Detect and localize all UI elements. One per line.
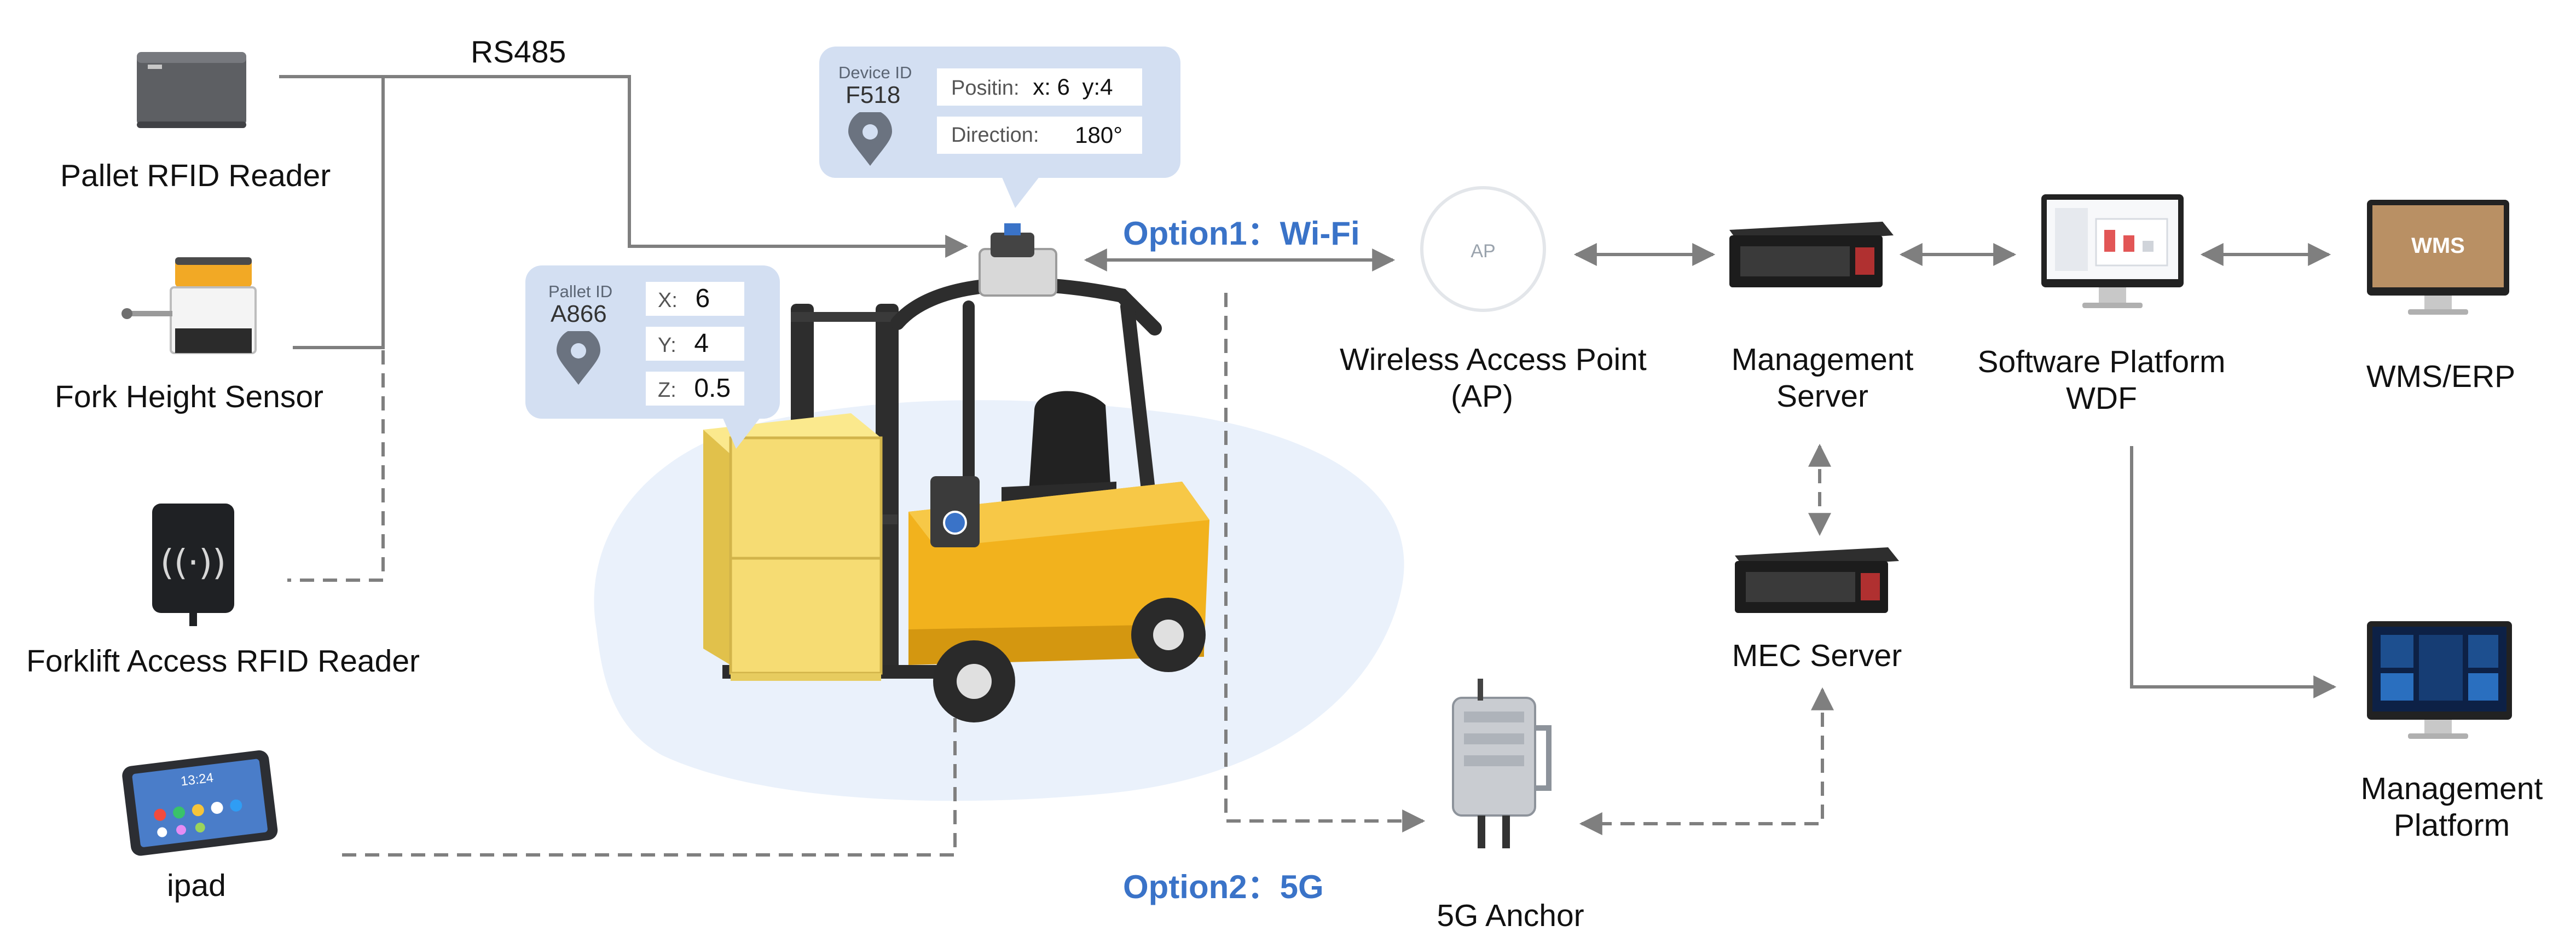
wireless-connections bbox=[287, 293, 1834, 857]
location-pin-icon bbox=[848, 112, 892, 166]
forklift-access-rfid-reader-label: Forklift Access RFID Reader bbox=[26, 644, 420, 679]
mec-server-label: MEC Server bbox=[1732, 638, 1902, 673]
pallet-z-value: 0.5 bbox=[694, 374, 731, 403]
pallet-y-field: Y: 4 bbox=[646, 327, 744, 361]
fork-height-sensor-label: Fork Height Sensor bbox=[55, 379, 324, 414]
pallet-id-caption: Pallet ID bbox=[548, 282, 613, 301]
wms-erp-label: WMS/ERP bbox=[2366, 359, 2516, 394]
option2-name: 5G bbox=[1280, 869, 1324, 905]
wireless-access-point-line2: (AP) bbox=[1451, 378, 1513, 414]
svg-text:AP: AP bbox=[1471, 241, 1495, 262]
fork-height-sensor-icon bbox=[121, 257, 257, 354]
wireless-access-point-label: Wireless Access Point (AP) bbox=[1340, 342, 1647, 414]
pallet-z-label: Z: bbox=[658, 379, 676, 402]
pallet-card-pointer bbox=[722, 417, 761, 449]
pallet-x-value: 6 bbox=[695, 284, 710, 313]
pallet-y-label: Y: bbox=[658, 334, 676, 357]
software-platform-label: Software Platform WDF bbox=[1959, 344, 2244, 417]
device-id-value: F518 bbox=[846, 82, 901, 108]
wireless-access-point-line1: Wireless Access Point bbox=[1340, 342, 1647, 377]
device-id-caption: Device ID bbox=[838, 63, 912, 82]
management-platform-label: Management Platform bbox=[2337, 771, 2567, 843]
management-server-line2: Server bbox=[1776, 378, 1868, 414]
device-direction-value: 180° bbox=[1075, 122, 1122, 148]
device-position-x: x: 6 bbox=[1033, 74, 1070, 100]
pallet-rfid-reader-label: Pallet RFID Reader bbox=[60, 158, 331, 193]
option1-name: Wi-Fi bbox=[1280, 215, 1360, 252]
option1-prefix: Option1： bbox=[1123, 215, 1280, 252]
network-links bbox=[1084, 243, 2337, 698]
device-card-pointer bbox=[1002, 176, 1040, 208]
management-server-line1: Management bbox=[1731, 342, 1914, 377]
management-platform-line1: Management bbox=[2360, 771, 2543, 806]
pallet-rfid-reader-icon bbox=[137, 52, 246, 128]
software-platform-monitor-icon bbox=[2041, 194, 2184, 308]
software-platform-line2: WDF bbox=[2066, 380, 2137, 416]
5g-anchor-label: 5G Anchor bbox=[1437, 898, 1584, 933]
svg-text:WMS: WMS bbox=[2411, 234, 2465, 258]
device-position-label: Positin: bbox=[951, 77, 1020, 100]
5g-anchor-icon bbox=[1452, 679, 1552, 848]
ipad-icon: 13:24 bbox=[122, 750, 278, 856]
location-pin-icon bbox=[557, 331, 600, 385]
rs485-label: RS485 bbox=[471, 34, 566, 70]
software-platform-line1: Software Platform bbox=[1977, 344, 2226, 379]
pallet-id-value: A866 bbox=[551, 300, 607, 327]
wired-connections bbox=[279, 75, 969, 349]
device-direction-field: Direction: 180° bbox=[937, 117, 1142, 154]
option1-wifi-label: Option1：Wi-Fi bbox=[1123, 207, 1360, 255]
device-direction-label: Direction: bbox=[951, 124, 1039, 147]
forklift-icon bbox=[703, 223, 1209, 722]
wms-erp-monitor-icon: WMS bbox=[2367, 200, 2509, 315]
management-platform-monitor-icon bbox=[2367, 621, 2512, 739]
management-server-label: Management Server bbox=[1707, 342, 1937, 414]
ipad-label: ipad bbox=[167, 868, 226, 903]
device-position-y: y:4 bbox=[1082, 74, 1113, 100]
svg-text:((·)): ((·)) bbox=[160, 543, 226, 583]
option2-5g-label: Option2：5G bbox=[1123, 860, 1324, 908]
pallet-x-field: X: 6 bbox=[646, 282, 744, 316]
pallet-y-value: 4 bbox=[694, 329, 709, 358]
pallet-info-card: Pallet ID A866 X: 6 Y: 4 Z: 0.5 bbox=[525, 265, 780, 419]
wireless-access-point-icon: AP bbox=[1420, 186, 1546, 312]
management-platform-line2: Platform bbox=[2393, 807, 2510, 843]
device-position-field: Positin: x: 6 y:4 bbox=[937, 68, 1142, 106]
option2-prefix: Option2： bbox=[1123, 869, 1280, 905]
management-server-icon bbox=[1729, 222, 1894, 287]
pallet-z-field: Z: 0.5 bbox=[646, 372, 744, 406]
pallet-x-label: X: bbox=[658, 289, 678, 312]
mec-server-icon bbox=[1735, 547, 1899, 613]
forklift-access-rfid-reader-icon: ((·)) bbox=[152, 504, 234, 626]
device-info-card: Device ID F518 Positin: x: 6 y:4 Directi… bbox=[819, 47, 1180, 178]
